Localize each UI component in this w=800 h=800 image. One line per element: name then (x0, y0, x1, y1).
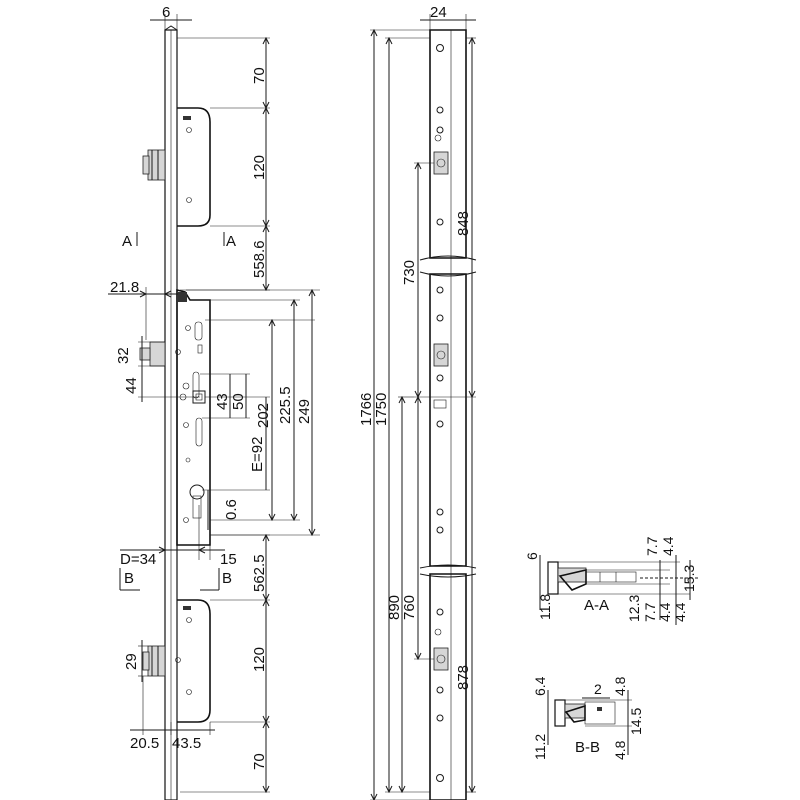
section-b-left: B (124, 570, 134, 587)
dim-29: 29 (123, 653, 140, 670)
section-a-left: A (122, 233, 132, 250)
left-assembly (108, 14, 320, 800)
dim-0-6: 0.6 (223, 499, 240, 520)
bb-11-2: 11.2 (532, 734, 548, 760)
aa-7-7-top: 7.7 (644, 536, 660, 556)
aa-6: 6 (524, 552, 540, 560)
dim-15: 15 (220, 551, 237, 568)
dim-top-6: 6 (162, 4, 170, 21)
bb-label: B-B (575, 739, 600, 756)
aa-15-3: 15.3 (681, 565, 697, 592)
dim-21-8: 21.8 (110, 279, 139, 296)
dim-562-5: 562.5 (251, 554, 268, 592)
dim-44: 44 (123, 377, 140, 394)
dim-878: 878 (455, 665, 472, 690)
dim-bottom-120: 120 (251, 647, 268, 672)
main-lock-case (139, 288, 211, 546)
section-a-right: A (226, 233, 236, 250)
top-hook-lock (142, 107, 211, 227)
aa-4-4-b1: 4.4 (657, 602, 673, 622)
dim-bottom-70: 70 (251, 753, 268, 770)
dim-890: 890 (386, 595, 403, 620)
section-b-right: B (222, 570, 232, 587)
dim-1750: 1750 (373, 393, 390, 426)
dim-d-34: D=34 (120, 551, 156, 568)
dim-50: 50 (230, 393, 247, 410)
bottom-hook-lock (142, 599, 211, 723)
dim-43: 43 (214, 393, 231, 410)
left-dimension-labels: 6 70 120 558.6 A A 21.8 32 44 43 50 202 … (110, 4, 313, 770)
dim-730: 730 (401, 260, 418, 285)
dim-32: 32 (115, 347, 132, 364)
dim-558-6: 558.6 (251, 240, 268, 278)
section-a-a (539, 555, 700, 625)
dim-top-70: 70 (251, 67, 268, 84)
rail-dimension-labels: 24 730 848 1766 1750 890 760 878 (358, 4, 472, 690)
aa-11-8: 11.8 (537, 594, 553, 620)
bb-6-4: 6.4 (532, 676, 548, 696)
dim-20-5: 20.5 (130, 735, 159, 752)
dim-225-5: 225.5 (277, 386, 294, 424)
dim-top-120: 120 (251, 155, 268, 180)
dim-43-5: 43.5 (172, 735, 201, 752)
section-b-b (547, 690, 632, 755)
bb-4-8-top: 4.8 (612, 676, 628, 696)
bb-2: 2 (594, 681, 602, 697)
aa-7-7-bot: 7.7 (642, 602, 658, 622)
dim-1766: 1766 (358, 393, 375, 426)
dim-202: 202 (255, 403, 272, 428)
bb-14-5: 14.5 (628, 708, 644, 735)
dim-e-92: E=92 (249, 437, 266, 472)
dim-760: 760 (401, 595, 418, 620)
dim-rail-24: 24 (430, 4, 447, 21)
aa-4-4-top: 4.4 (660, 536, 676, 556)
rail-assembly (370, 14, 477, 800)
dim-249: 249 (296, 399, 313, 424)
section-a-a-labels: 6 7.7 4.4 15.3 11.8 A-A 12.3 7.7 4.4 4.4 (524, 536, 697, 622)
bb-4-8-bot: 4.8 (612, 740, 628, 760)
aa-label: A-A (584, 597, 609, 614)
dim-848: 848 (455, 211, 472, 236)
aa-12-3: 12.3 (626, 595, 642, 622)
aa-4-4-b2: 4.4 (672, 602, 688, 622)
section-b-b-labels: 6.4 2 4.8 14.5 11.2 B-B 4.8 (532, 676, 644, 760)
